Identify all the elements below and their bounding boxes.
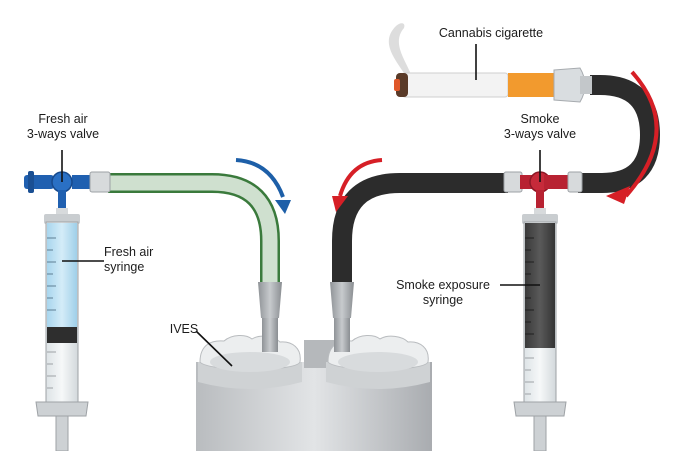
label-fresh-air-valve-line2: 3-ways valve: [26, 127, 100, 141]
smoke-tube-cigarette: [578, 75, 661, 193]
label-smoke-valve-line2: 3-ways valve: [503, 127, 577, 141]
label-cannabis-cigarette-text: Cannabis cigarette: [438, 26, 544, 40]
right-chamber-lid: [326, 335, 430, 389]
label-fresh-air-syringe-line1: Fresh air: [104, 245, 154, 259]
right-connector: [330, 282, 354, 352]
flow-arrow-icon-red-right: [606, 70, 659, 204]
left-chamber-lid: [198, 335, 302, 389]
label-smoke-valve: Smoke 3-ways valve: [490, 112, 590, 142]
label-smoke-syringe-line1: Smoke exposure: [396, 278, 490, 292]
label-fresh-air-valve-line1: Fresh air: [38, 112, 88, 126]
ives-chamber: [196, 282, 432, 451]
label-fresh-air-valve: Fresh air 3-ways valve: [14, 112, 112, 142]
cigarette-icon: [388, 23, 592, 103]
label-cannabis-cigarette: Cannabis cigarette: [418, 26, 564, 41]
label-fresh-air-syringe-line2: syringe: [104, 260, 145, 274]
label-ives: IVES: [164, 322, 204, 337]
label-ives-text: IVES: [169, 322, 199, 336]
label-smoke-valve-line1: Smoke: [520, 112, 560, 126]
leader-lines: [61, 44, 541, 367]
smoke-tube-chamber: [332, 173, 508, 282]
label-fresh-air-syringe: Fresh air syringe: [104, 245, 172, 275]
smoke-syringe-icon: [513, 208, 567, 451]
smoke-valve-icon: [503, 171, 583, 212]
leader-ives: [195, 330, 233, 367]
left-connector: [258, 282, 282, 352]
fresh-air-syringe-icon: [35, 208, 89, 451]
flow-arrow-icon-red-left: [332, 158, 383, 212]
flow-arrow-icon-blue: [235, 158, 291, 214]
label-smoke-syringe-line2: syringe: [422, 293, 464, 307]
label-smoke-syringe: Smoke exposure syringe: [386, 278, 500, 308]
fresh-air-tube: [108, 173, 280, 282]
fresh-air-valve-icon: [24, 171, 111, 212]
